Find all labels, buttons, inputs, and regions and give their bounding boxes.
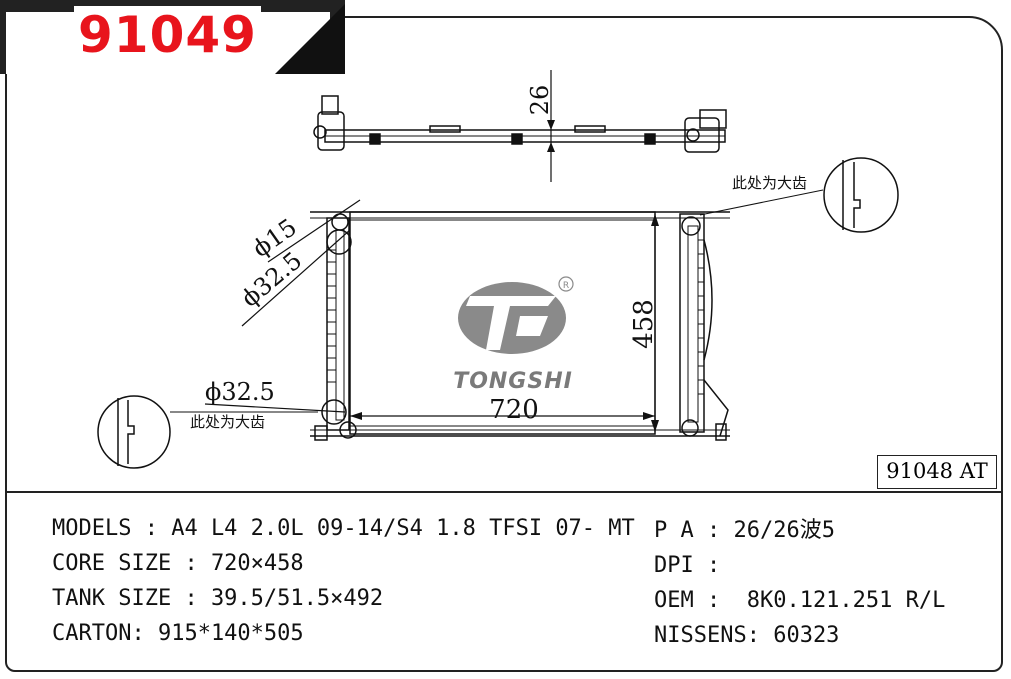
- spec-pa: P A : 26/26波5: [654, 518, 835, 543]
- spec-tank-size: TANK SIZE : 39.5/51.5×492: [52, 586, 384, 611]
- spec-carton: CARTON: 915*140*505: [52, 621, 304, 646]
- reference-code: 91048 AT: [877, 455, 997, 489]
- tongshi-logo: [458, 282, 566, 354]
- width-dim: 720: [489, 395, 539, 425]
- height-dim: 458: [629, 299, 659, 349]
- spec-oem: OEM : 8K0.121.251 R/L: [654, 588, 946, 613]
- thickness-arrows: [547, 120, 555, 152]
- top-view: [313, 70, 727, 182]
- part-code: 91049: [74, 6, 261, 64]
- thickness-dim: 26: [526, 85, 554, 116]
- spec-dpi: DPI :: [654, 553, 721, 578]
- spec-nissens: NISSENS: 60323: [654, 623, 840, 648]
- big-tooth-note-bottom: 此处为大齿: [190, 413, 265, 431]
- big-tooth-note-top: 此处为大齿: [732, 174, 807, 192]
- detail-top: [699, 157, 899, 233]
- inlet-leaders: [204, 199, 361, 413]
- spec-core-size: CORE SIZE : 720×458: [52, 551, 304, 576]
- detail-bottom: [97, 395, 318, 469]
- outlet-dim: ϕ32.5: [205, 378, 275, 406]
- spec-models: MODELS : A4 L4 2.0L 09-14/S4 1.8 TFSI 07…: [52, 516, 635, 541]
- brand-name: TONGSHI: [453, 369, 573, 394]
- registered-mark: [558, 276, 574, 292]
- tank-fins: [327, 239, 704, 395]
- spec-divider: [5, 491, 1003, 493]
- registered-letter: R: [563, 281, 569, 291]
